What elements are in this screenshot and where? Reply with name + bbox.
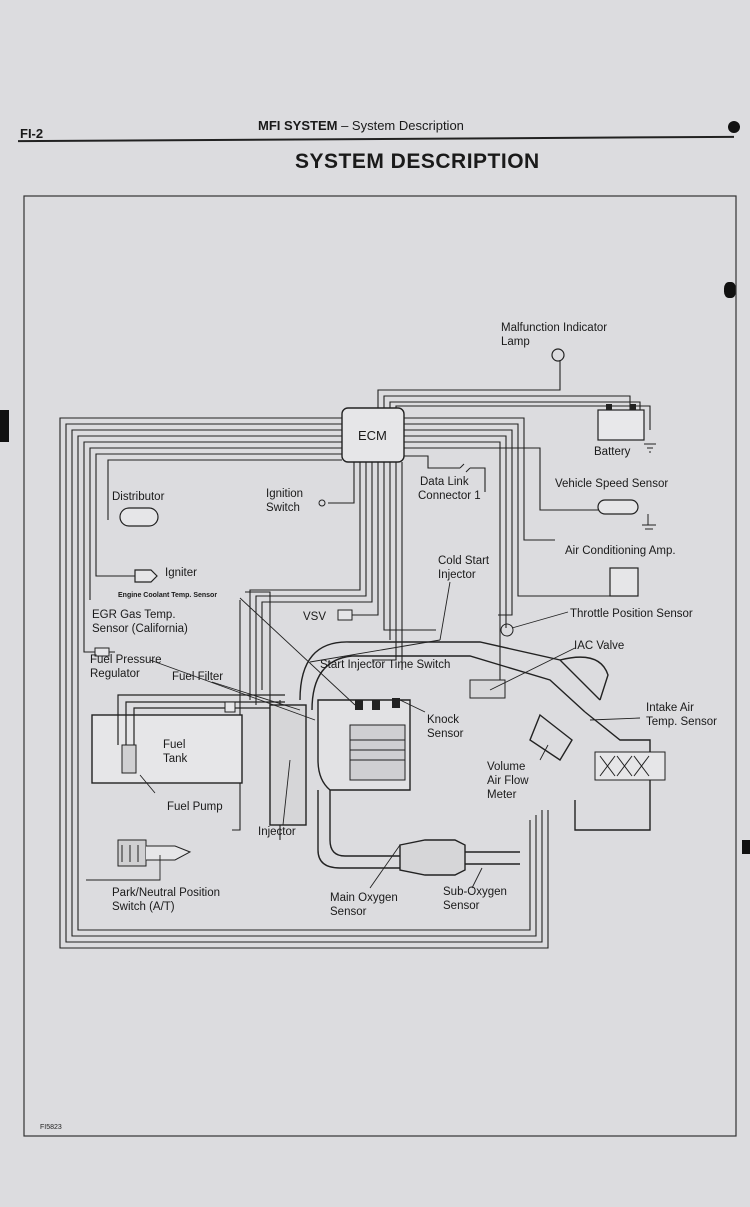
engine-icon [269,698,411,826]
label-fuel: Fuel [163,739,185,751]
label-connector-1: Connector 1 [418,490,481,502]
label-start-injector-time-switch: Start Injector Time Switch [320,659,450,671]
label-throttle-position-sensor: Throttle Position Sensor [570,608,693,620]
label-egr-gas-temp: EGR Gas Temp. [92,609,176,621]
label-fuel-pressure: Fuel Pressure [90,654,162,666]
section-header: MFI SYSTEM – System Description [258,118,464,133]
ac-amp-icon [609,567,639,597]
label-main-oxygen: Main Oxygen [330,892,398,904]
page-title: SYSTEM DESCRIPTION [295,150,540,173]
park-neutral-switch-icon [117,839,192,867]
label-switch: Switch [266,502,300,514]
label-vehicle-speed-sensor: Vehicle Speed Sensor [555,478,668,490]
label-distributor: Distributor [112,491,165,503]
section-subtitle: System Description [351,118,464,133]
throttle-position-sensor-icon [500,623,514,637]
label-regulator: Regulator [90,668,140,680]
label-ac-amp: Air Conditioning Amp. [565,545,676,557]
label-meter: Meter [487,789,517,801]
vehicle-speed-sensor-icon [597,499,639,515]
air-cleaner-icon [594,751,666,781]
label-iac-valve: IAC Valve [574,640,624,652]
header-rule-mark [728,121,740,133]
label-data-link: Data Link [420,476,469,488]
label-volume: Volume [487,761,525,773]
label-switch-at: Switch (A/T) [112,901,175,913]
label-knock: Knock [427,714,459,726]
label-intake-air: Intake Air [646,702,694,714]
punch-hole-mark [724,282,736,298]
iac-valve-icon [469,679,506,699]
section-title: MFI SYSTEM [258,118,338,133]
ecm-box [341,407,405,463]
ecm-connector-pins [335,417,411,449]
wiring-harness [59,360,651,949]
fuel-filter-icon [224,701,236,713]
binding-tab [0,410,9,442]
label-ecm: ECM [358,428,387,443]
label-injector: Injector [258,826,296,838]
label-fuel-filter: Fuel Filter [172,671,223,683]
header-separator: – [337,118,352,133]
label-battery: Battery [594,446,631,458]
label-main-oxygen-sensor: Sensor [330,906,367,918]
ground-icon [642,514,656,530]
malfunction-lamp-icon [551,348,565,362]
label-malfunction-indicator: Malfunction Indicator [501,322,607,334]
label-sub-oxygen: Sub-Oxygen [443,886,507,898]
fuel-tank-icon [91,714,243,784]
label-lamp: Lamp [501,336,530,348]
label-ignition: Ignition [266,488,303,500]
label-engine-coolant-temp-sensor: Engine Coolant Temp. Sensor [118,592,217,599]
egr-sensor-icon [94,647,115,657]
label-sub-oxygen-sensor: Sensor [443,900,480,912]
igniter-icon [134,569,158,583]
page-number: FI-2 [20,126,44,141]
battery-icon [597,404,656,453]
vsv-icon [337,609,353,621]
leader-lines [86,581,641,889]
label-temp-sensor: Temp. Sensor [646,716,717,728]
label-tank: Tank [163,753,188,765]
data-link-connector-icon [459,463,471,473]
exhaust-pipe [317,790,520,876]
label-egr-sensor-california: Sensor (California) [92,623,188,635]
distributor-icon [119,507,159,527]
ignition-switch-icon [318,499,326,507]
label-park-neutral-position: Park/Neutral Position [112,887,220,899]
label-igniter: Igniter [165,567,197,579]
edge-mark [742,840,750,854]
label-fuel-pump: Fuel Pump [167,801,223,813]
intake-duct [299,641,651,831]
label-knock-sensor: Sensor [427,728,464,740]
label-vsv: VSV [303,611,326,623]
label-cold-start-injector: Injector [438,569,476,581]
label-cold-start: Cold Start [438,555,490,567]
figure-id: FI5823 [40,1124,62,1131]
label-air-flow: Air Flow [487,775,529,787]
diagram-frame [23,195,737,1137]
